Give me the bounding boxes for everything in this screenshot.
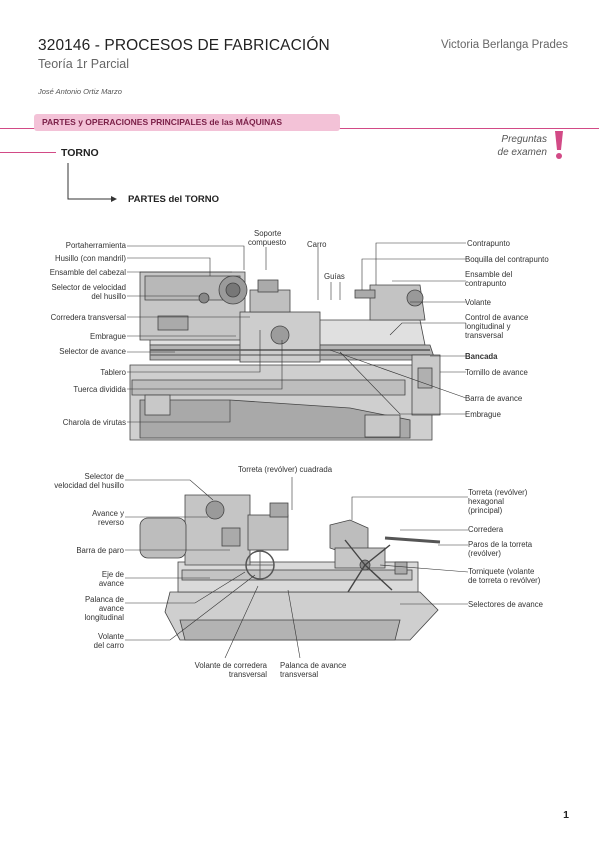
label-volante-carro-2: del carro [93, 641, 124, 650]
label-tuerca-dividida: Tuerca dividida [73, 385, 126, 394]
branch-arrow-icon [67, 163, 117, 202]
label-torreta-cuadrada: Torreta (revólver) cuadrada [238, 465, 333, 474]
label-bancada: Bancada [465, 352, 498, 361]
label-torniquete-2: de torreta o revólver) [468, 576, 541, 585]
topic-title: TORNO [61, 147, 99, 159]
course-title: 320146 - PROCESOS DE FABRICACIÓN [38, 37, 330, 54]
label-torniquete: Torniquete (volante [468, 567, 535, 576]
label-palanca-transversal-2: transversal [280, 670, 319, 679]
lathe-illustration [129, 271, 441, 441]
label-compuesto: compuesto [248, 238, 287, 247]
author-name: Victoria Berlanga Prades [441, 39, 568, 51]
exam-note-line2: de examen [497, 147, 547, 158]
label-paros-torreta: Paros de la torreta [468, 540, 533, 549]
label-avance-reverso-2: reverso [98, 518, 124, 527]
label-corredera-transversal: Corredera transversal [50, 313, 126, 322]
label-eje-avance-2: avance [98, 579, 124, 588]
label-charola-virutas: Charola de virutas [62, 418, 126, 427]
label-ensamble-contrapunto: Ensamble del [465, 270, 513, 279]
label-selector-velocidad-2: del husillo [91, 292, 126, 301]
label-selector-velocidad-husillo-2: velocidad del husillo [54, 481, 124, 490]
label-portaherramienta: Portaherramienta [65, 241, 126, 250]
label-soporte: Soporte [254, 229, 282, 238]
label-ensamble-contrapunto-2: contrapunto [465, 279, 507, 288]
label-volante-carro: Volante [97, 632, 124, 641]
label-husillo: Husillo (con mandril) [54, 254, 126, 263]
label-eje-avance: Eje de [101, 570, 124, 579]
subtopic-title: PARTES del TORNO [128, 194, 219, 205]
label-torreta-hex-2: hexagonal [468, 497, 504, 506]
label-ensamble-cabezal: Ensamble del cabezal [49, 268, 126, 277]
label-palanca-transversal: Palanca de avance [280, 661, 347, 670]
label-palanca-longitudinal-3: longitudinal [84, 613, 124, 622]
label-selectores-avance: Selectores de avance [468, 600, 543, 609]
label-barra-avance: Barra de avance [465, 394, 523, 403]
page-number: 1 [563, 809, 569, 821]
label-embrague-right: Embrague [465, 410, 501, 419]
exam-note-line1: Preguntas [501, 134, 547, 145]
label-carro: Carro [307, 240, 327, 249]
section-banner: PARTES y OPERACIONES PRINCIPALES de las … [34, 114, 340, 131]
exam-note: Preguntas de examen [498, 133, 547, 159]
turret-leader-lines [125, 477, 469, 659]
subtitle: Teoría 1r Parcial [38, 57, 130, 71]
label-contrapunto: Contrapunto [467, 239, 510, 248]
label-tablero: Tablero [100, 368, 126, 377]
topic-line [0, 152, 56, 153]
label-selector-velocidad-husillo: Selector de [84, 472, 124, 481]
label-boquilla: Boquilla del contrapunto [465, 255, 549, 264]
exclamation-icon [552, 130, 566, 165]
label-guias: Guías [324, 272, 345, 281]
label-tornillo-avance: Tornillo de avance [465, 368, 528, 377]
label-palanca-longitudinal-2: avance [98, 604, 124, 613]
label-torreta-hex: Torreta (revólver) [468, 488, 528, 497]
label-paros-torreta-2: (revólver) [468, 549, 501, 558]
label-control-avance-2: longitudinal y [465, 322, 511, 331]
label-selector-velocidad: Selector de velocidad [51, 283, 126, 292]
label-volante: Volante [465, 298, 492, 307]
turret-lathe-illustration [139, 494, 441, 641]
label-palanca-longitudinal: Palanca de [84, 595, 124, 604]
label-corredera: Corredera [468, 525, 504, 534]
label-torreta-hex-3: (principal) [468, 506, 503, 515]
label-control-avance: Control de avance [465, 313, 529, 322]
label-control-avance-3: transversal [465, 331, 504, 340]
section-banner-text: PARTES y OPERACIONES PRINCIPALES de las … [42, 117, 283, 127]
label-volante-corredera-2: transversal [228, 670, 267, 679]
label-barra-paro: Barra de paro [76, 546, 124, 555]
label-volante-corredera: Volante de corredera [194, 661, 267, 670]
label-embrague-left: Embrague [90, 332, 126, 341]
lathe-leader-lines [127, 242, 467, 423]
label-selector-avance: Selector de avance [59, 347, 126, 356]
label-avance-reverso: Avance y [92, 509, 124, 518]
professor-name: José Antonio Ortiz Marzo [38, 87, 122, 96]
